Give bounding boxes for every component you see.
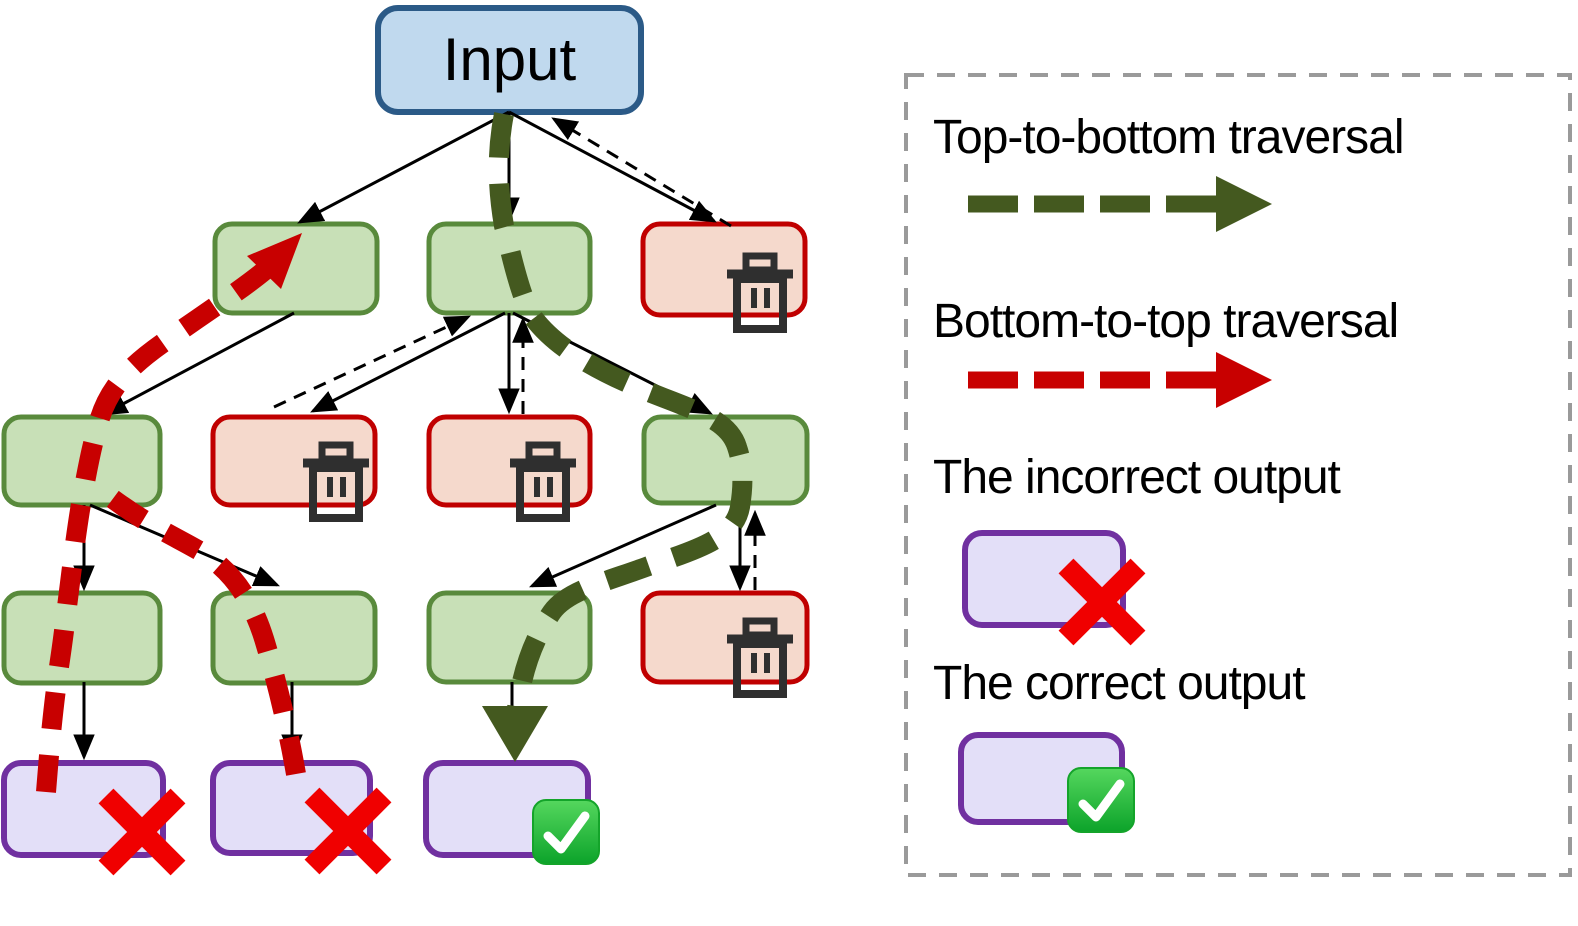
legend-item-incorrect-output-label: The incorrect output: [933, 451, 1341, 504]
edge-input-l1n1: [297, 110, 510, 224]
tree-node-l3-n2-kept: [210, 590, 378, 686]
top-to-bottom-traversal-path: [488, 112, 753, 710]
edge-backtrack-l2n2-l1n2: [273, 315, 471, 409]
edge-l1n1-l2n1: [101, 311, 295, 416]
green-check-icon: [532, 799, 600, 865]
bottom-to-top-traversal-path-main: [36, 258, 277, 793]
edge-l2n4-l3n3: [529, 503, 717, 588]
legend-item-top-to-bottom-label: Top-to-bottom traversal: [933, 111, 1405, 164]
edge-l1n2-l2n2: [310, 311, 506, 413]
legend-red-dashed-arrow: [968, 352, 1272, 408]
red-cross-icon: [304, 787, 392, 875]
top-to-bottom-arrowhead: [482, 706, 548, 762]
bottom-to-top-arrowhead: [247, 233, 302, 289]
tree-node-l1-n1-kept: [212, 221, 380, 316]
input-node-label: Input: [442, 26, 577, 93]
legend-item-bottom-to-top-label: Bottom-to-top traversal: [933, 295, 1399, 348]
red-cross-icon: [98, 788, 186, 876]
bottom-to-top-traversal-path-branch: [93, 481, 306, 776]
green-check-icon: [1067, 767, 1135, 833]
legend-correct-output-sample: [958, 732, 1135, 833]
legend-green-dashed-arrow: [968, 176, 1272, 232]
legend-box: [904, 73, 1572, 877]
tree-node-l2-n2-pruned: [210, 414, 378, 508]
legend-item-correct-output-label: The correct output: [933, 657, 1306, 710]
edge-backtrack-l1n3-input: [551, 117, 732, 228]
edge-input-l1n3: [508, 110, 717, 223]
tree-node-l3-n1-kept: [1, 590, 163, 686]
legend-incorrect-output-sample: [962, 530, 1146, 646]
